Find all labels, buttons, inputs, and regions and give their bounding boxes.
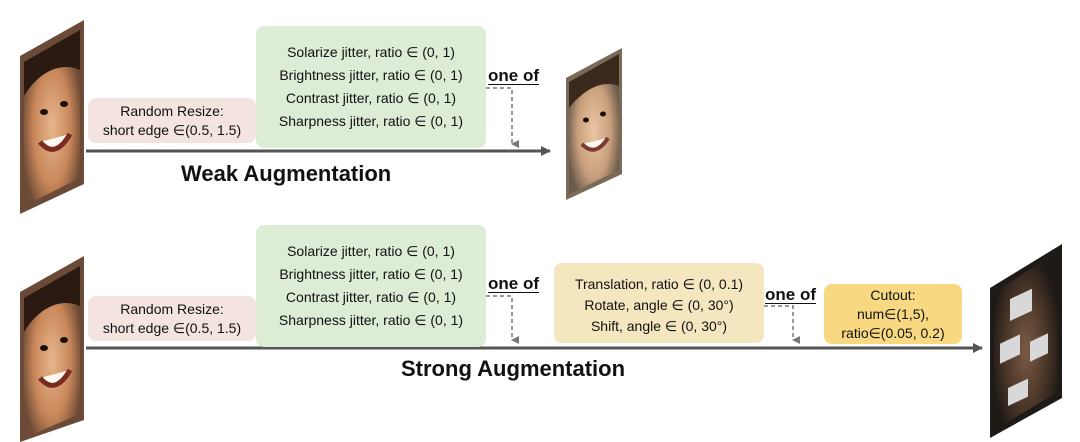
weak-resize-line1: Random Resize: [120,103,224,119]
output-image-strong [990,244,1062,438]
geo-ops-box: Translation, ratio ∈ (0, 0.1) Rotate, an… [554,263,764,343]
cutout-line2: num∈(1,5), [856,306,930,322]
output-image-weak [566,48,622,200]
strong-color-op: Solarize jitter, ratio ∈ (0, 1) [287,243,455,259]
weak-color-op: Sharpness jitter, ratio ∈ (0, 1) [278,113,464,129]
cutout-patch [1010,288,1032,322]
strong-color-op: Sharpness jitter, ratio ∈ (0, 1) [278,312,464,328]
weak-oneof-connector [486,87,519,148]
weak-resize-line2: short edge ∈(0.5, 1.5) [102,122,242,138]
weak-color-op: Solarize jitter, ratio ∈ (0, 1) [287,44,455,60]
strong-oneof-connector-1 [486,295,519,344]
cutout-patch [1008,378,1028,406]
geo-op: Translation, ratio ∈ (0, 0.1) [574,276,744,292]
weak-resize-box: Random Resize: short edge ∈(0.5, 1.5) [88,98,256,143]
strong-resize-line1: Random Resize: [120,301,224,317]
geo-op: Shift, angle ∈ (0, 30°) [590,318,728,334]
geo-op: Rotate, angle ∈ (0, 30°) [584,297,734,313]
cutout-patch [1030,333,1048,362]
strong-title: Strong Augmentation [401,356,626,381]
strong-oneof-connector-2 [764,305,800,344]
cutout-line3: ratio∈(0.05, 0.2) [841,325,945,341]
strong-one-of-label-2: one of [765,285,816,304]
input-image-strong [20,256,84,442]
strong-resize-line2: short edge ∈(0.5, 1.5) [102,320,242,336]
cutout-patch [1000,334,1020,364]
weak-color-ops-box: Solarize jitter, ratio ∈ (0, 1) Brightne… [256,26,486,148]
cutout-box: Cutout: num∈(1,5), ratio∈(0.05, 0.2) [824,284,962,344]
strong-color-op: Brightness jitter, ratio ∈ (0, 1) [279,266,463,282]
cutout-line1: Cutout: [870,287,916,303]
weak-color-op: Brightness jitter, ratio ∈ (0, 1) [279,67,463,83]
weak-color-op: Contrast jitter, ratio ∈ (0, 1) [285,90,457,106]
strong-color-ops-box: Solarize jitter, ratio ∈ (0, 1) Brightne… [256,225,486,347]
weak-one-of-label: one of [488,66,539,85]
weak-title: Weak Augmentation [181,161,392,186]
strong-color-op: Contrast jitter, ratio ∈ (0, 1) [285,289,457,305]
input-image-weak [20,20,84,214]
strong-one-of-label-1: one of [488,274,539,293]
strong-resize-box: Random Resize: short edge ∈(0.5, 1.5) [88,296,256,341]
